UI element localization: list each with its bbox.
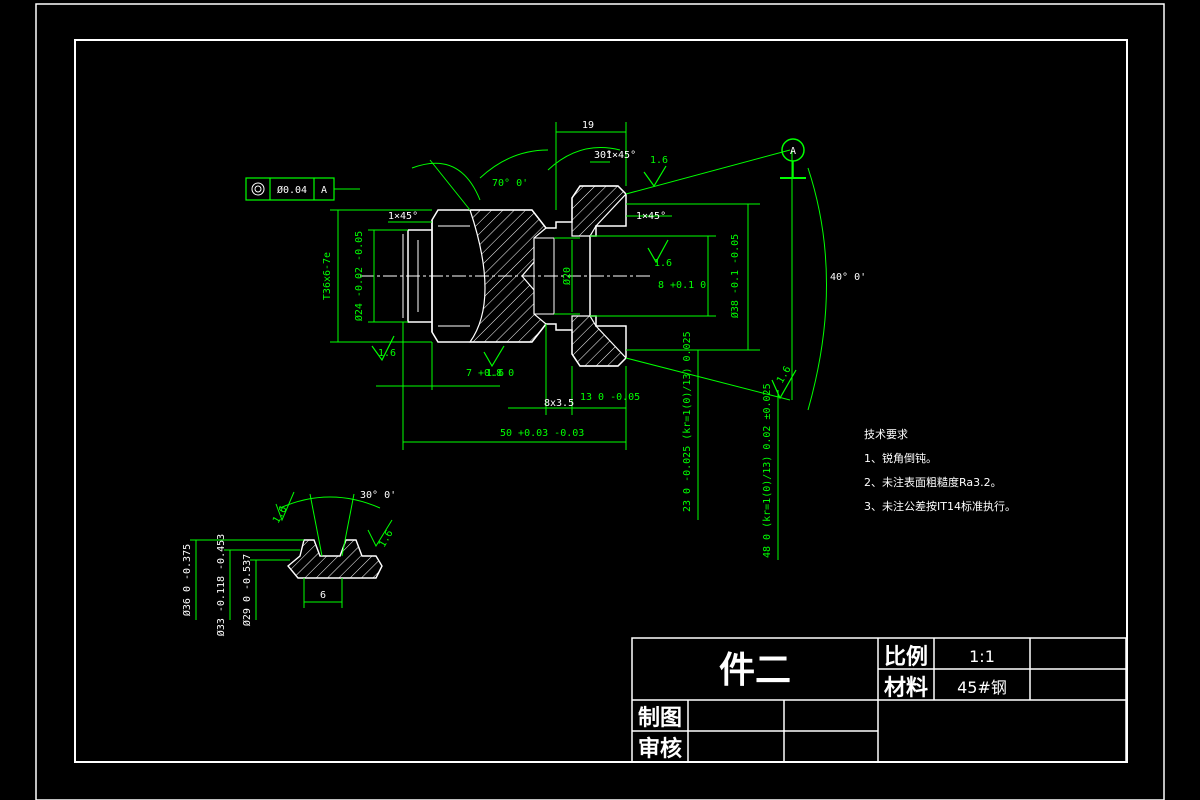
tech-item-2: 2、未注表面粗糙度Ra3.2。 [864,475,1002,489]
scale-value: 1:1 [969,647,995,666]
section-hatch-b [571,185,627,237]
ra-16-mid: 1.6 [654,258,672,269]
tech-item-3: 3、未注公差按IT14标准执行。 [864,499,1016,513]
ra-16-top: 1.6 [650,155,668,166]
dim-len-50: 50 +0.03 -0.03 [500,428,584,439]
outer-border [35,3,1165,800]
detail-dim-6: 6 [320,590,326,601]
material-value: 45#钢 [957,678,1007,697]
title-block [631,637,1127,763]
roughness-symbols [371,165,797,400]
geo-tolerance-value: Ø0.04 [277,184,307,196]
dim-1x45-right: 1×45° [636,211,666,222]
section-hatch-c [571,315,627,367]
detail-dia33: Ø33 -0.118 -0.453 [215,534,227,636]
dim-1x45-left: 1×45° [388,211,418,222]
detail-angle-30: 30° 0' [360,490,396,501]
material-label: 材料 [884,676,928,701]
detail-dia36: Ø36 0 -0.375 [181,544,193,616]
dim-len-13: 13 0 -0.05 [580,392,640,403]
dim-long-b: 48 0 (kr=1(0)/13) 0.02 ±0.025 [762,383,773,558]
section-hatch-a [468,209,547,343]
dim-long-a: 23 0 -0.025 (kr=1(0)/13) 0.025 [682,331,693,512]
ra-16-right: 1.6 [775,364,794,385]
detail-dia29: Ø29 0 -0.537 [241,554,253,626]
dim-thread: T36x6-7e [322,252,333,300]
dim-angle-70: 70° 0' [492,178,528,189]
tech-requirements: 技术要求 1、锐角倒钝。 2、未注表面粗糙度Ra3.2。 3、未注公差按IT14… [864,428,1016,513]
dim-dia24: Ø24 -0.02 -0.05 [353,231,365,321]
main-part-view [360,185,650,367]
tech-heading: 技术要求 [864,428,908,441]
geo-tolerance-datum: A [321,185,327,196]
inner-border [74,39,1128,763]
dimension-lines [330,122,827,560]
dim-1x45-top: 1×45° [606,150,636,161]
dim-len-7: 7 +0.8 0 [466,368,514,379]
ra-16-bottom: 1.6 [486,368,504,379]
dim-angle-40: 40° 0' [830,272,866,283]
dim-chamfer-30: 30° [594,150,612,161]
dim-8x35: 8x3.5 [544,398,574,409]
drawn-label: 制图 [638,706,682,731]
scale-label: 比例 [884,645,928,670]
dim-dia38: Ø38 -0.1 -0.05 [729,234,741,318]
datum-symbol-a: A [780,138,806,179]
dim-small-8: 8 +0.1 0 [658,280,706,291]
thread-detail-view: 30° 0' 1.6 1.6 6 Ø36 0 -0.375 Ø33 -0.118… [181,490,396,636]
part-name: 件二 [719,650,791,691]
detail-ra-16-b: 1.6 [377,528,396,549]
concentricity-icon [251,182,265,196]
dim-dia20: Ø20 [561,267,573,285]
reviewed-label: 审核 [638,736,682,762]
tech-item-1: 1、锐角倒钝。 [864,451,937,465]
dim-19: 19 [582,120,594,131]
geo-tolerance-frame: Ø0.04 A [245,177,360,201]
datum-label: A [790,146,796,157]
ra-16-left: 1.6 [378,348,396,359]
